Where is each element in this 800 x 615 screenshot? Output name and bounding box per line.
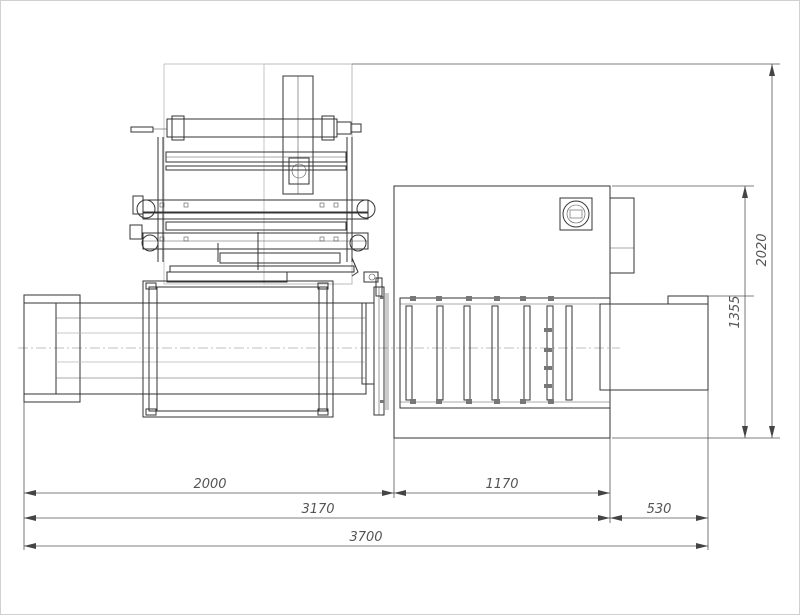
dim-label-3170: 3170 [301, 502, 334, 517]
film-unwind-stand [129, 63, 379, 285]
dim-label-530: 530 [647, 502, 672, 517]
dim-label-1355: 1355 [728, 295, 743, 328]
dimension-arrows [24, 64, 775, 549]
dim-label-3700: 3700 [349, 530, 382, 545]
shrink-tunnel [393, 185, 709, 439]
dim-label-2020: 2020 [755, 233, 770, 266]
dim-label-2000: 2000 [193, 477, 226, 492]
infeed-conveyor [23, 277, 389, 418]
dimension-lines [23, 63, 780, 550]
dim-label-1170: 1170 [485, 477, 518, 492]
